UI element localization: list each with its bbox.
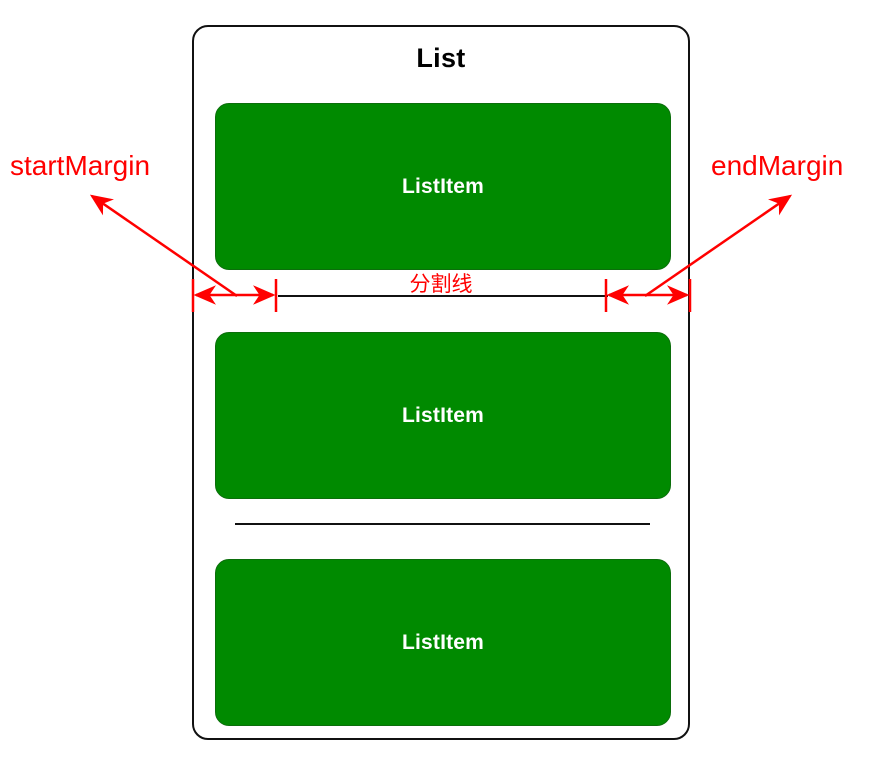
list-title: List (416, 43, 466, 73)
start-margin-label: startMargin (10, 150, 151, 181)
list-container: List ListItem ListItem ListItem (192, 25, 690, 740)
list-item[interactable]: ListItem (215, 559, 671, 726)
start-margin-leader-arrow (89, 194, 238, 298)
list-item-label: ListItem (401, 403, 485, 427)
end-margin-leader-arrow (644, 194, 793, 298)
list-item-label: ListItem (401, 630, 485, 654)
end-margin-ticks (604, 279, 692, 312)
list-divider (278, 295, 608, 297)
end-margin-label: endMargin (711, 150, 844, 181)
start-margin-ticks (191, 279, 278, 312)
list-item[interactable]: ListItem (215, 103, 671, 270)
list-divider (235, 523, 650, 525)
list-item-label: ListItem (401, 174, 485, 198)
list-item[interactable]: ListItem (215, 332, 671, 499)
